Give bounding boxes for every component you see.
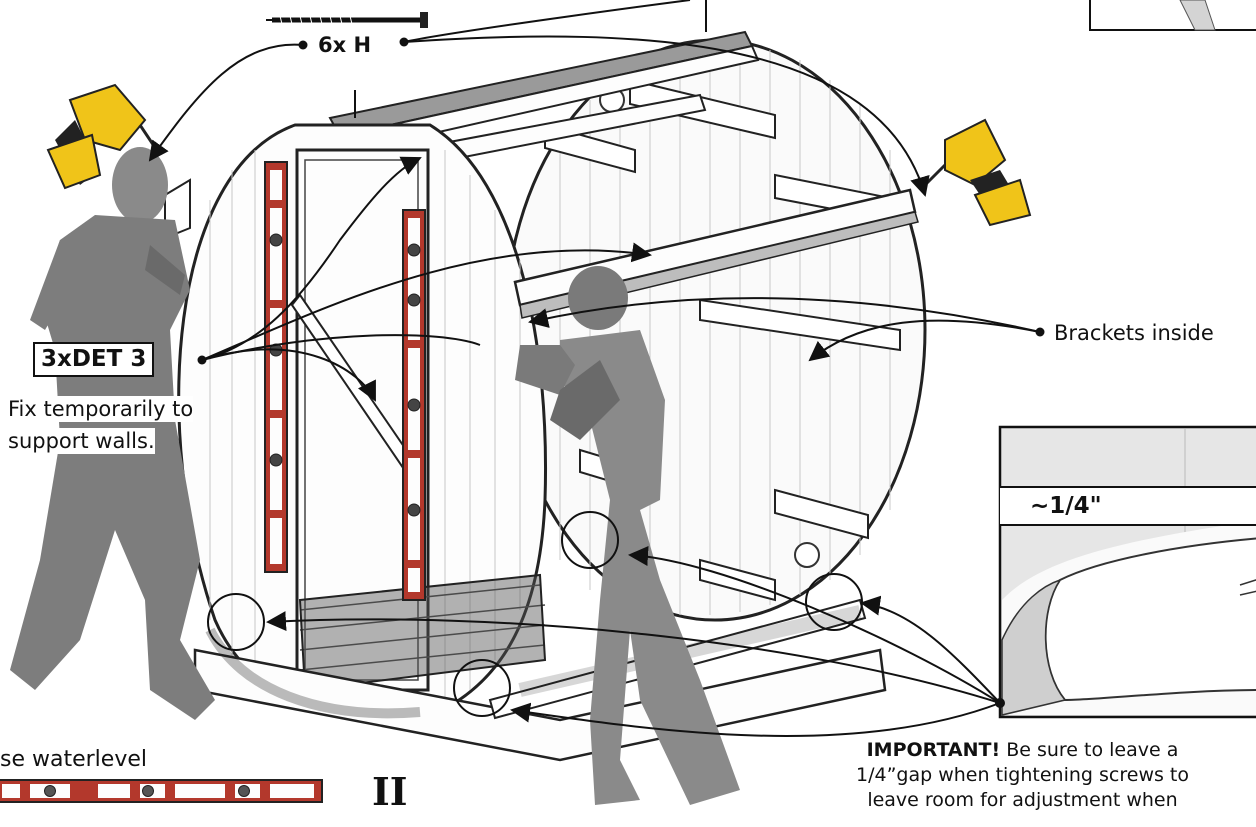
important-prefix: IMPORTANT! [866, 739, 1001, 761]
important-line3: leave room for adjustment when [867, 789, 1178, 811]
gap-callout-label: ~1/4" [1000, 486, 1256, 526]
worker-right-figure [515, 266, 740, 805]
worker-left-figure [10, 147, 215, 720]
water-level-left [264, 161, 288, 573]
water-level-right [402, 209, 426, 601]
barrel-front-wall [177, 123, 547, 723]
important-line2: 1/4”gap when tightening screws to [856, 764, 1189, 786]
power-drill-icon [46, 83, 162, 190]
brackets-callout-label: Brackets inside [1054, 321, 1214, 345]
fix-note-line1: Fix temporarily to [8, 396, 194, 422]
power-drill-icon [923, 118, 1032, 227]
gap-detail-inset [998, 425, 1256, 719]
level-caption: se waterlevel [0, 747, 147, 772]
important-note: IMPORTANT! Be sure to leave a 1/4”gap wh… [800, 738, 1245, 813]
inset-top-right [1089, 0, 1256, 31]
water-level-icon [0, 779, 323, 803]
step-number: II [372, 769, 408, 814]
callout-leaders [148, 0, 1041, 737]
important-line1: Be sure to leave a [1000, 739, 1179, 761]
fix-note-line2: support walls. [8, 428, 155, 454]
screw-icon [266, 12, 428, 28]
screw-callout-label: 6x H [318, 33, 372, 57]
det-callout-label: 3xDET 3 [33, 342, 155, 377]
callout-dots [197, 37, 1045, 708]
